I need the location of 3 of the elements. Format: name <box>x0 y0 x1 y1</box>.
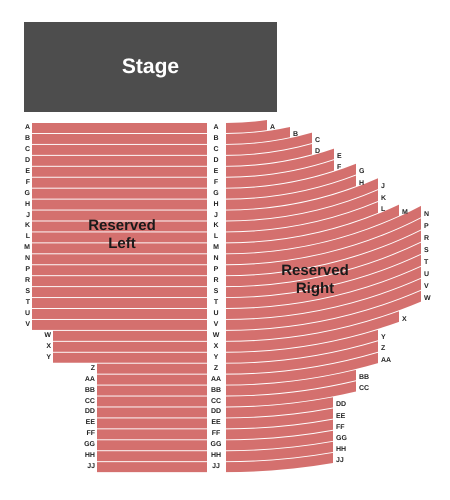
stage: Stage <box>24 22 277 112</box>
seating-section <box>226 118 422 475</box>
seating-section <box>32 123 207 473</box>
